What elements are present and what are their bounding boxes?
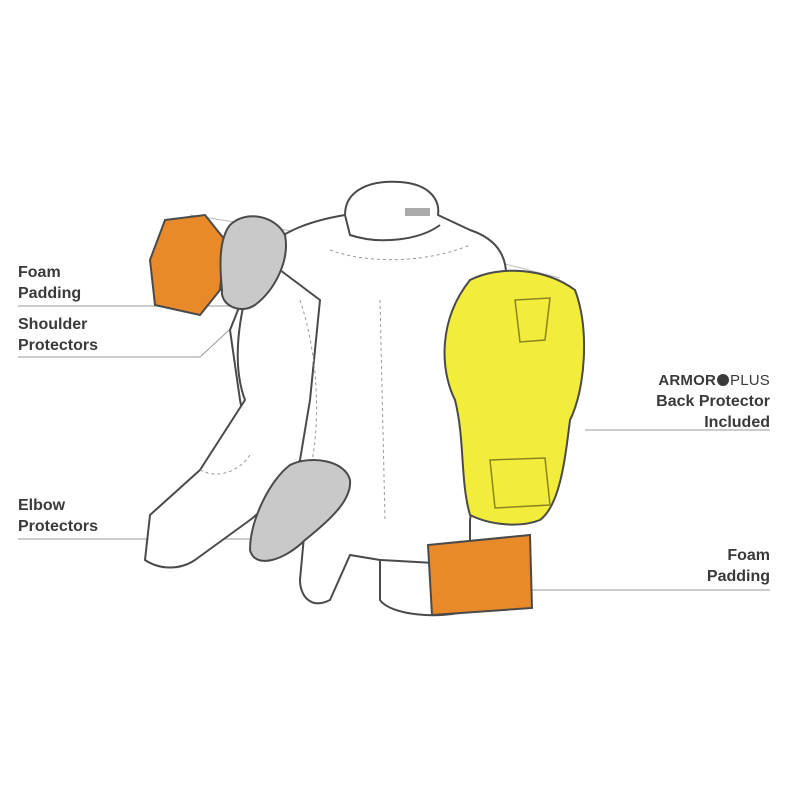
jacket-seams: [199, 244, 471, 521]
label-line: Foam: [727, 547, 770, 564]
shoulder-protector: [219, 215, 287, 310]
label-shoulder-protectors: Shoulder Protectors: [18, 314, 98, 356]
brand-bold: ARMOR: [658, 372, 716, 389]
back-protector-details: [489, 297, 551, 509]
label-line: Protectors: [18, 518, 99, 535]
elbow-protector: [248, 459, 352, 562]
label-elbow-protectors: Elbow Protectors: [18, 495, 98, 537]
armor-plus-logo: ARMOR PLUS: [656, 370, 770, 391]
label-line: Padding: [18, 285, 82, 302]
label-line: Padding: [706, 568, 770, 585]
label-line: Included: [704, 414, 770, 431]
label-line: Foam: [18, 264, 61, 281]
brand-light: PLUS: [730, 372, 770, 389]
label-line: Protectors: [18, 337, 99, 354]
label-line: Shoulder: [18, 316, 88, 333]
lower-foam-pad: [426, 533, 534, 617]
label-line: Elbow: [18, 497, 66, 514]
armor-plus-mark-icon: [717, 374, 729, 386]
back-protector: [443, 269, 586, 526]
leader-lines: [18, 214, 770, 591]
shoulder-foam-pad: [148, 213, 227, 317]
label-foam-padding-left: Foam Padding: [18, 262, 81, 304]
label-line: Back Protector: [656, 393, 770, 410]
collar-tab: [405, 208, 430, 216]
label-foam-padding-right: Foam Padding: [707, 545, 770, 587]
label-back-protector: ARMOR PLUS Back Protector Included: [656, 370, 770, 433]
